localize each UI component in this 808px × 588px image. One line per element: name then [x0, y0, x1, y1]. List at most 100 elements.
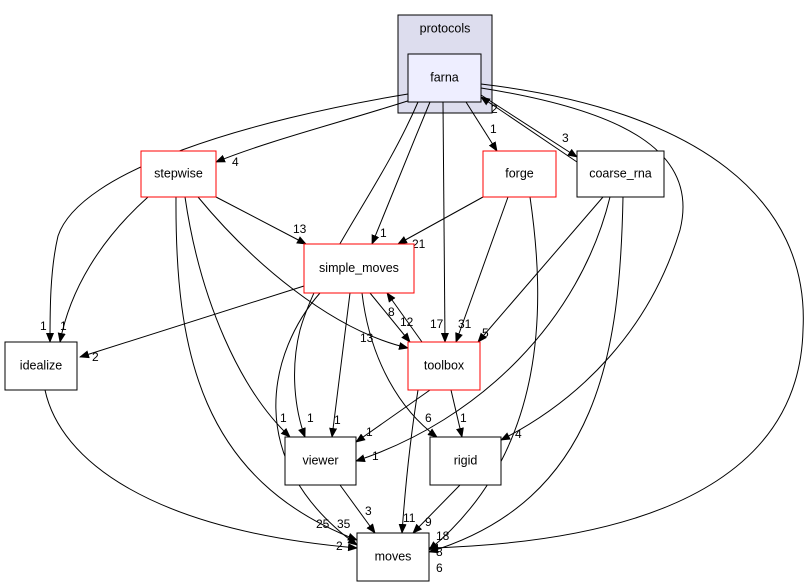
node-coarse_rna[interactable]: coarse_rna [576, 150, 665, 198]
edge-line [339, 484, 376, 534]
edge-farna-to-toolbox[interactable]: 17 [430, 101, 449, 343]
edge-label[interactable]: 25 [316, 517, 330, 531]
edge-label[interactable]: 8 [436, 545, 443, 559]
edge-label[interactable]: 31 [458, 317, 472, 331]
edge-farna-to-moves[interactable]: 18 [428, 83, 804, 552]
node-stepwise[interactable]: stepwise [140, 150, 217, 198]
node-viewer[interactable]: viewer [284, 436, 357, 486]
edge-line [79, 285, 305, 359]
edge-line [361, 292, 438, 438]
node-box [284, 436, 357, 486]
edge-label[interactable]: 1 [60, 319, 67, 333]
edge-label[interactable]: 3 [365, 504, 372, 518]
edge-simple_moves-to-idealize[interactable]: 2 [79, 285, 305, 364]
edge-idealize-to-moves[interactable]: 2 [44, 389, 358, 553]
edge-line [440, 101, 449, 343]
edge-label[interactable]: 13 [293, 222, 307, 236]
edge-simple_moves-to-viewer[interactable]: 1 [329, 292, 351, 438]
edge-label[interactable]: 8 [388, 305, 395, 319]
edge-line [386, 292, 423, 343]
edge-line [450, 389, 464, 438]
edge-label[interactable]: 18 [436, 529, 450, 543]
edge-line [355, 196, 611, 462]
edge-label[interactable]: 21 [412, 237, 426, 251]
edge-line [480, 96, 578, 163]
edge-label[interactable]: 1 [307, 411, 314, 425]
node-label: rigid [454, 453, 478, 467]
node-moves[interactable]: moves [356, 532, 430, 582]
edge-label[interactable]: 3 [562, 131, 569, 145]
edge-farna-to-forge[interactable]: 1 [465, 101, 498, 152]
node-label: viewer [302, 453, 338, 467]
node-simple_moves[interactable]: simple_moves [303, 243, 415, 294]
edge-toolbox-to-moves[interactable]: 11 [398, 389, 419, 534]
edge-line [397, 196, 484, 245]
edge-label[interactable]: 4 [515, 427, 522, 441]
edge-label[interactable]: 1 [372, 449, 379, 463]
edge-farna-to-coarse_rna[interactable]: 3 [480, 94, 578, 158]
edge-label[interactable]: 1 [490, 122, 497, 136]
edge-stepwise-to-moves[interactable]: 25 [175, 196, 358, 541]
edge-label[interactable]: 5 [482, 326, 489, 340]
edge-farna-to-rigid[interactable]: 4 [480, 87, 684, 441]
node-forge[interactable]: forge [482, 150, 557, 198]
edge-label[interactable]: 2 [92, 350, 99, 364]
edge-coarse_rna-to-farna[interactable]: 2 [480, 96, 578, 163]
edge-toolbox-to-simple_moves[interactable]: 8 [386, 292, 423, 343]
node-box [482, 150, 557, 198]
edge-forge-to-simple_moves[interactable]: 21 [397, 196, 484, 251]
edge-simple_moves-to-rigid[interactable]: 6 [361, 292, 438, 438]
edge-label[interactable]: 1 [460, 411, 467, 425]
edge-label[interactable]: 6 [425, 411, 432, 425]
node-label: farna [430, 70, 459, 84]
node-label: toolbox [424, 358, 465, 372]
node-box [356, 532, 430, 582]
edge-farna-to-stepwise[interactable]: 4 [215, 96, 421, 169]
edge-farna-to-simple_moves[interactable]: 1 [371, 101, 431, 245]
edge-label[interactable]: 1 [334, 413, 341, 427]
edge-rigid-to-moves[interactable]: 9 [412, 484, 461, 534]
edge-label[interactable]: 1 [366, 425, 373, 439]
edge-label[interactable]: 2 [336, 539, 343, 553]
node-farna[interactable]: farna [407, 53, 482, 103]
edge-forge-to-toolbox[interactable]: 31 [455, 196, 509, 343]
edge-label[interactable]: 4 [232, 155, 239, 169]
edge-line [477, 196, 604, 343]
edge-toolbox-to-viewer[interactable]: 1 [355, 389, 431, 443]
edge-stepwise-to-idealize[interactable]: 1 [57, 196, 149, 343]
edge-label[interactable]: 11 [403, 511, 416, 525]
edge-toolbox-to-rigid[interactable]: 1 [450, 389, 467, 438]
edge-label[interactable]: 2 [491, 102, 498, 116]
edge-label[interactable]: 6 [436, 561, 443, 575]
edge-line [455, 196, 509, 343]
node-label: moves [375, 549, 412, 563]
edge-simple_moves-to-moves[interactable]: 35 [275, 292, 358, 546]
edge-viewer-to-moves[interactable]: 3 [339, 484, 376, 534]
edge-label[interactable]: 35 [337, 517, 351, 531]
edge-farna-to-viewer[interactable]: 1 [294, 101, 419, 438]
edge-line [329, 292, 351, 438]
node-box [303, 243, 415, 294]
edge-line [428, 83, 804, 552]
cluster-label: protocols [420, 21, 471, 35]
edge-label[interactable]: 9 [425, 515, 432, 529]
node-idealize[interactable]: idealize [4, 341, 78, 391]
edge-stepwise-to-simple_moves[interactable]: 13 [215, 196, 307, 245]
edge-farna-to-idealize[interactable]: 1 [40, 93, 409, 343]
edge-line [275, 292, 358, 546]
edge-line [57, 196, 149, 343]
edge-line [355, 389, 431, 443]
node-box [429, 436, 502, 486]
edge-label[interactable]: 1 [40, 319, 47, 333]
edge-coarse_rna-to-moves[interactable]: 6 [428, 196, 624, 575]
edge-coarse_rna-to-toolbox[interactable]: 5 [477, 196, 604, 343]
node-toolbox[interactable]: toolbox [407, 341, 481, 391]
edge-label[interactable]: 17 [430, 317, 444, 331]
edge-forge-to-moves[interactable]: 8 [428, 196, 539, 559]
edge-label[interactable]: 1 [280, 411, 287, 425]
node-rigid[interactable]: rigid [429, 436, 502, 486]
edge-coarse_rna-to-viewer[interactable]: 1 [355, 196, 611, 463]
node-box [407, 341, 481, 391]
edge-stepwise-to-viewer[interactable]: 1 [184, 196, 291, 438]
edge-label[interactable]: 1 [380, 226, 387, 240]
